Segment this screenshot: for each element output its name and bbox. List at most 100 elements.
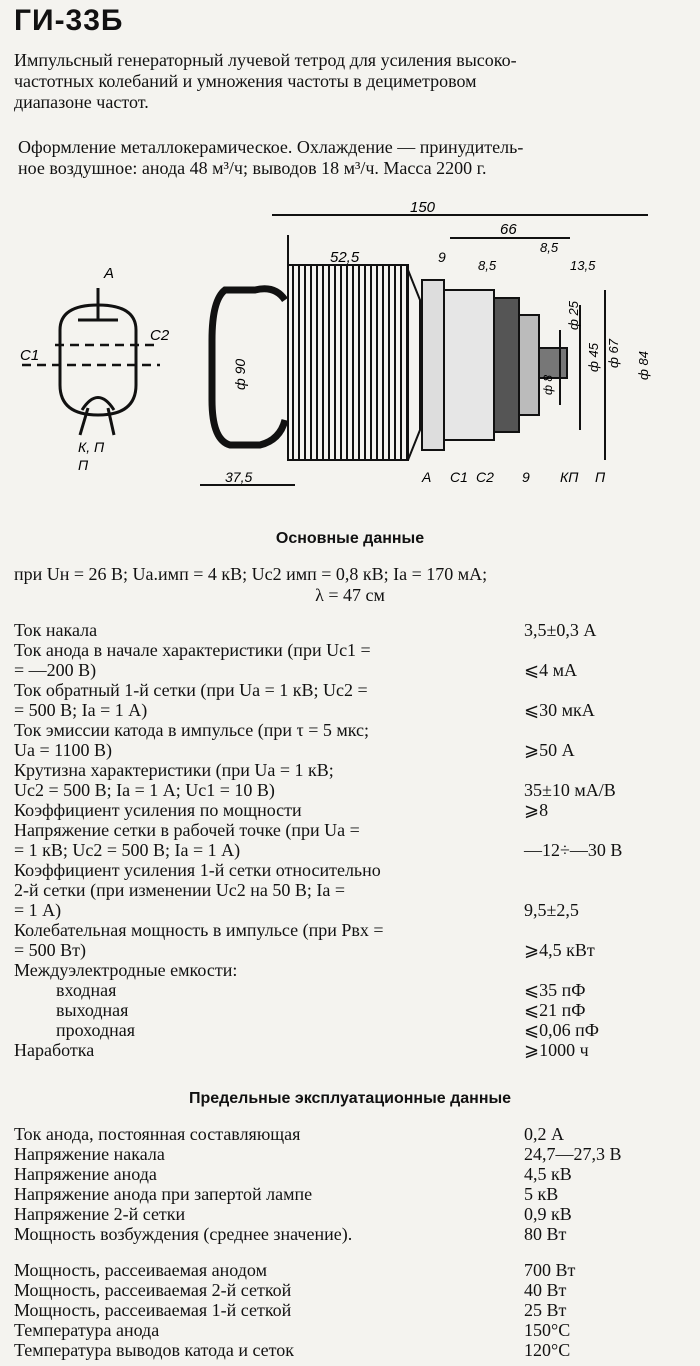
dim-label: 8,5 xyxy=(478,258,497,273)
param-name: Напряжение накала xyxy=(14,1144,165,1164)
param-name: Напряжение 2-й сетки xyxy=(14,1204,186,1224)
tube-envelope xyxy=(58,303,138,417)
intro-line: частотных колебаний и умножения частоты … xyxy=(14,71,477,91)
param-value: ⩾1000 ч xyxy=(524,1040,589,1060)
test-conditions: при Uн = 26 В; Uа.имп = 4 кВ; Uc2 имп = … xyxy=(14,564,686,606)
page-title: ГИ-33Б xyxy=(14,4,124,37)
param-name: Мощность возбуждения (среднее значение). xyxy=(14,1224,353,1244)
param-name: Ток анода, постоянная составляющая xyxy=(14,1124,301,1144)
param-value: 4,5 кВ xyxy=(524,1164,572,1184)
outline-drawing: 150 66 52,5 9 8,5 8,5 13,5 ф 25 ф 45 ф 6… xyxy=(200,199,651,486)
handle xyxy=(208,285,289,449)
param-value: 5 кВ xyxy=(524,1184,559,1204)
param-value: 40 Вт xyxy=(524,1280,567,1300)
param-value: 700 Вт xyxy=(524,1260,576,1280)
ceramic-body xyxy=(443,289,495,441)
param-value: ⩾8 xyxy=(524,800,549,820)
dim-label: ф 8 xyxy=(541,375,555,395)
label-grid1: C1 xyxy=(20,347,39,364)
tube-symbol-diagram: A C2 C1 К, П П xyxy=(20,265,170,473)
param-name: Ток обратный 1-й сетки (при Uа = 1 кВ; U… xyxy=(14,680,368,720)
param-row: Напряжение анода при запертой лампе 5 кВ xyxy=(14,1184,694,1204)
dim-label: ф 84 xyxy=(636,351,651,380)
design-paragraph: Оформление металлокерамическое. Охлажден… xyxy=(18,137,678,179)
param-name: Напряжение сетки в рабочей точке (при Uа… xyxy=(14,820,360,860)
param-name: Колебательная мощность в импульсе (при P… xyxy=(14,920,384,960)
param-name: Ток анода в начале характеристики (при U… xyxy=(14,640,371,680)
intro-paragraph: Импульсный генераторный лучевой тетрод д… xyxy=(14,50,674,113)
param-value: ⩾4,5 кВт xyxy=(524,940,595,960)
param-value: ⩾50 А xyxy=(524,740,575,760)
param-name: Ток накала xyxy=(14,620,98,640)
param-value: 35±10 мА/В xyxy=(524,780,616,800)
lead-label: C1 xyxy=(450,469,468,485)
cathode-pin xyxy=(538,347,568,379)
param-row: Коэффициент усиления 1-й сетки относител… xyxy=(14,860,694,920)
lead-label: КП xyxy=(560,469,579,485)
label-anode: A xyxy=(103,265,114,282)
param-value: ⩽21 пФ xyxy=(524,1000,586,1020)
lead-label: A xyxy=(421,469,431,485)
anode-flange xyxy=(421,279,445,451)
param-name: Температура выводов катода и сеток xyxy=(14,1340,295,1360)
param-value: ⩽30 мкА xyxy=(524,700,595,720)
param-value: 0,9 кВ xyxy=(524,1204,572,1224)
lead-label: П xyxy=(595,469,606,485)
dim-label: 37,5 xyxy=(225,469,252,485)
intro-line: диапазоне частот. xyxy=(14,92,149,112)
param-name: Напряжение анода при запертой лампе xyxy=(14,1184,313,1204)
dim-label: 8,5 xyxy=(540,240,559,255)
lead-label: 9 xyxy=(522,469,530,485)
dim-label: 66 xyxy=(500,221,517,238)
param-name: Коэффициент усиления по мощности xyxy=(14,800,302,820)
label-cathode: К, П xyxy=(78,439,105,455)
radiator-edge xyxy=(407,269,421,461)
param-name: Мощность, рассеиваемая 1-й сеткой xyxy=(14,1300,292,1320)
param-row: Напряжение накала 24,7—27,3 В xyxy=(14,1144,694,1164)
param-name: Напряжение анода xyxy=(14,1164,157,1184)
param-row: Напряжение 2-й сетки 0,9 кВ xyxy=(14,1204,694,1224)
param-name: проходная xyxy=(56,1020,136,1040)
param-name: Ток эмиссии катода в импульсе (при τ = 5… xyxy=(14,720,370,760)
param-value: 24,7—27,3 В xyxy=(524,1144,622,1164)
grid1-ring xyxy=(493,297,520,433)
param-row: Напряжение сетки в рабочей точке (при Uа… xyxy=(14,820,694,860)
param-name: Крутизна характеристики (при Uа = 1 кВ; … xyxy=(14,760,334,800)
anode-radiator xyxy=(287,264,409,461)
dim-label: ф 67 xyxy=(606,338,621,368)
param-value: ⩽4 мА xyxy=(524,660,577,680)
param-value: ⩽35 пФ xyxy=(524,980,586,1000)
main-data-heading: Основные данные xyxy=(275,530,425,547)
cathode-lead xyxy=(78,407,90,436)
limits-heading: Предельные эксплуатационные данные xyxy=(188,1090,512,1107)
param-value: 25 Вт xyxy=(524,1300,567,1320)
cathode-arc xyxy=(80,396,116,411)
dim-label: 52,5 xyxy=(330,249,360,266)
param-row: Наработка⩾1000 ч xyxy=(14,1040,694,1060)
param-row: Ток накала 3,5±0,3 А xyxy=(14,620,694,640)
intro-line: Импульсный генераторный лучевой тетрод д… xyxy=(14,50,517,70)
param-name: Мощность, рассеиваемая 2-й сеткой xyxy=(14,1280,292,1300)
param-row: проходная⩽0,06 пФ xyxy=(14,1020,694,1040)
param-row: Крутизна характеристики (при Uа = 1 кВ; … xyxy=(14,760,694,800)
heater-lead xyxy=(106,407,116,436)
param-value: —12÷—30 В xyxy=(524,840,623,860)
param-name: входная xyxy=(56,980,117,1000)
dim-label: ф 90 xyxy=(232,359,248,390)
param-row: выходная ⩽21 пФ xyxy=(14,1000,694,1020)
param-name: Коэффициент усиления 1-й сетки относител… xyxy=(14,860,381,920)
param-name: Междуэлектродные емкости: xyxy=(14,960,238,980)
param-value: 3,5±0,3 А xyxy=(524,620,597,640)
param-row: Мощность, рассеиваемая 2-й сеткой 40 Вт xyxy=(14,1280,694,1300)
param-name: выходная xyxy=(56,1000,129,1020)
dim-label: 150 xyxy=(410,199,436,216)
lead-label: C2 xyxy=(476,469,494,485)
param-row: Коэффициент усиления по мощности ⩾8 xyxy=(14,800,694,820)
param-value: 80 Вт xyxy=(524,1224,567,1244)
param-row: Междуэлектродные емкости: xyxy=(14,960,694,980)
param-row: Напряжение анода 4,5 кВ xyxy=(14,1164,694,1184)
